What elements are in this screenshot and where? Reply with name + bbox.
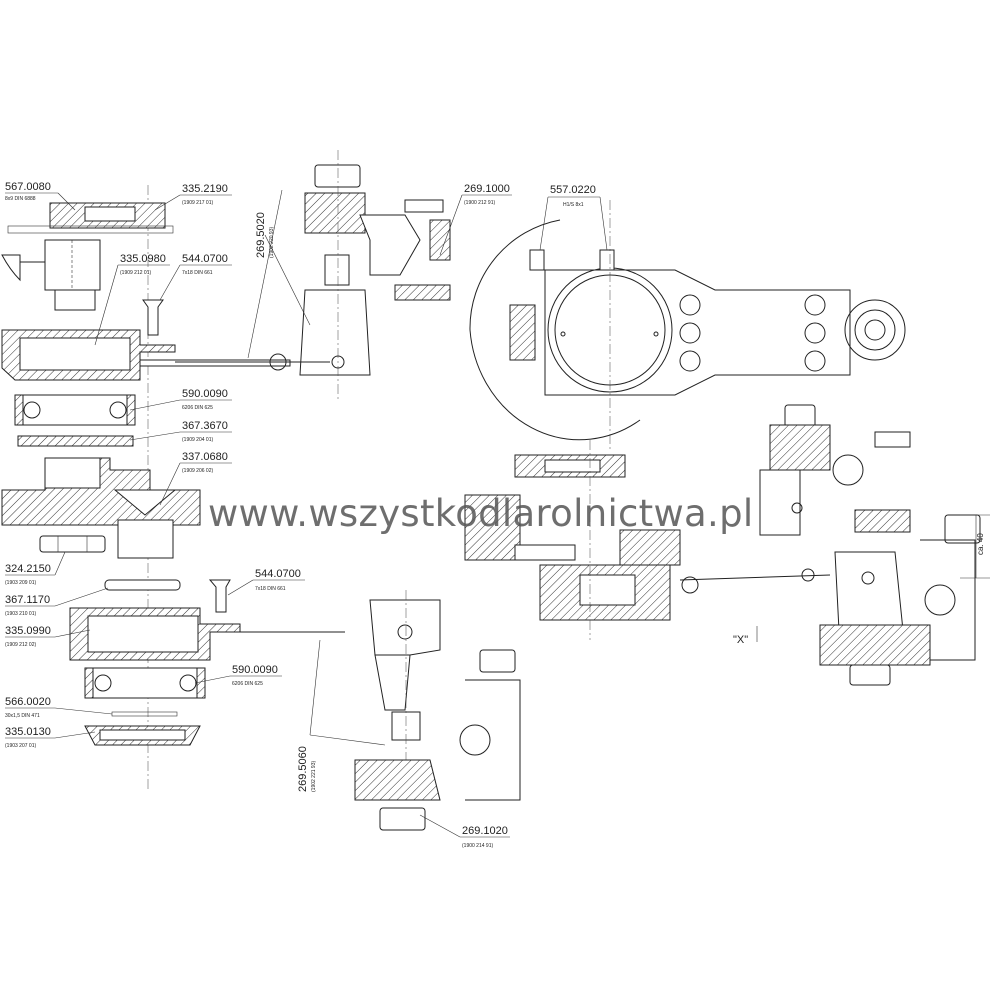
svg-text:8x9 DIN 6888: 8x9 DIN 6888 bbox=[5, 196, 36, 202]
svg-text:(1902 221 93): (1902 221 93) bbox=[311, 761, 317, 792]
svg-text:(1909 212 02): (1909 212 02) bbox=[5, 642, 36, 648]
dimension-label: ca. 40 bbox=[976, 533, 985, 555]
label-335-0980: 335.0980 bbox=[120, 253, 166, 265]
label-335-0130: 335.0130 bbox=[5, 726, 51, 738]
top-linkage bbox=[175, 150, 451, 400]
label-269-5060: 269.5060 bbox=[297, 746, 309, 792]
svg-text:(1909 204 01): (1909 204 01) bbox=[182, 437, 213, 443]
label-269-1000: 269.1000 bbox=[464, 183, 510, 195]
crank-arm bbox=[469, 200, 906, 450]
section-view bbox=[464, 404, 911, 640]
label-544-0700-bottom: 544.0700 bbox=[255, 568, 301, 580]
fitting-note: H1/S 8x1 bbox=[563, 202, 584, 208]
label-335-2190: 335.2190 bbox=[182, 183, 228, 195]
view-label: "X" bbox=[733, 634, 748, 646]
label-269-5020: 269.5020 bbox=[255, 212, 267, 258]
left-stack bbox=[1, 185, 291, 790]
label-337-0680: 337.0680 bbox=[182, 451, 228, 463]
label-367-3670: 367.3670 bbox=[182, 420, 228, 432]
right-lower-linkage: ca. 40 "X" bbox=[733, 514, 990, 686]
label-544-0700-top: 544.0700 bbox=[182, 253, 228, 265]
svg-text:(1902 220 93): (1902 220 93) bbox=[269, 227, 275, 258]
label-324-2150: 324.2150 bbox=[5, 563, 51, 575]
svg-text:7x18 DIN 661: 7x18 DIN 661 bbox=[255, 586, 286, 592]
label-269-1020: 269.1020 bbox=[462, 825, 508, 837]
label-566-0020: 566.0020 bbox=[5, 696, 51, 708]
svg-text:(1903 209 01): (1903 209 01) bbox=[5, 580, 36, 586]
svg-text:(1909 212 01): (1909 212 01) bbox=[120, 270, 151, 276]
svg-text:6206 DIN 625: 6206 DIN 625 bbox=[182, 405, 213, 411]
bottom-linkage bbox=[240, 590, 521, 831]
svg-text:(1903 207 01): (1903 207 01) bbox=[5, 743, 36, 749]
svg-text:(1903 210 01): (1903 210 01) bbox=[5, 611, 36, 617]
label-335-0990: 335.0990 bbox=[5, 625, 51, 637]
svg-text:(1900 212 91): (1900 212 91) bbox=[464, 200, 495, 206]
labels: 567.0080 8x9 DIN 6888 335.2190 (1909 217… bbox=[5, 181, 608, 849]
watermark: www.wszystkodlarolnictwa.pl bbox=[208, 492, 753, 535]
svg-text:30x1,5 DIN 471: 30x1,5 DIN 471 bbox=[5, 713, 40, 719]
label-367-1170: 367.1170 bbox=[5, 594, 50, 606]
svg-text:(1900 214 91): (1900 214 91) bbox=[462, 843, 493, 849]
label-590-0090-bottom: 590.0090 bbox=[232, 664, 278, 676]
svg-text:(1909 217 01): (1909 217 01) bbox=[182, 200, 213, 206]
svg-text:7x18 DIN 661: 7x18 DIN 661 bbox=[182, 270, 213, 276]
svg-text:6206 DIN 625: 6206 DIN 625 bbox=[232, 681, 263, 687]
label-590-0090-top: 590.0090 bbox=[182, 388, 228, 400]
label-557-0220: 557.0220 bbox=[550, 184, 596, 196]
svg-text:(1909 206 02): (1909 206 02) bbox=[182, 468, 213, 474]
label-567-0080: 567.0080 bbox=[5, 181, 51, 193]
